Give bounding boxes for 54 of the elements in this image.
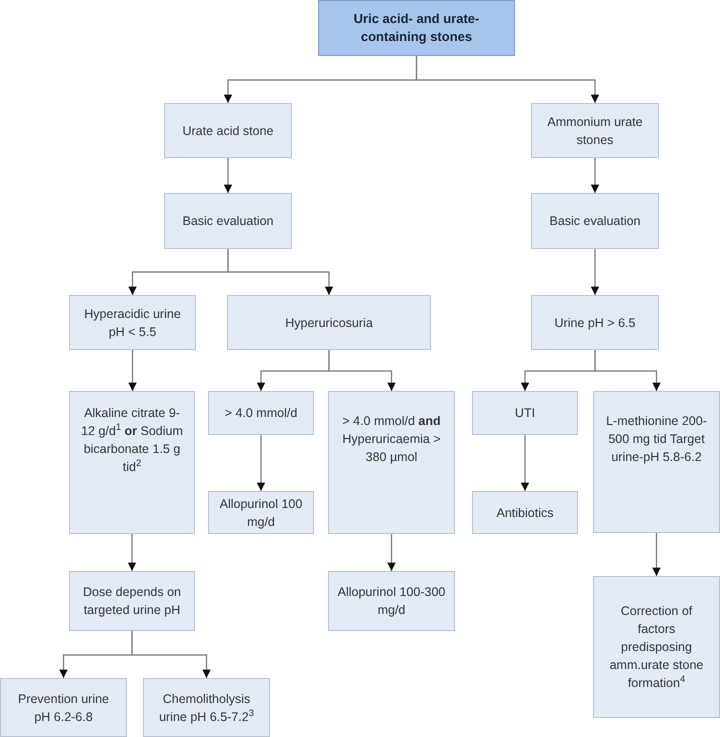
node-text: Ammonium urate stones <box>546 114 644 148</box>
arrow <box>224 158 232 193</box>
process-box <box>531 295 659 350</box>
arrow <box>387 534 396 571</box>
process-box <box>69 295 196 350</box>
node-text: Hyperacidic urine pH < 5.5 <box>83 306 182 340</box>
process-box <box>328 391 455 534</box>
process-box <box>0 678 127 737</box>
process-box <box>208 391 314 435</box>
arrow <box>652 533 661 576</box>
node-text: Chemolitholysis urine pH 6.5-7.2$^{3}$ <box>158 690 255 726</box>
arrow <box>328 350 396 391</box>
node-text: Antibiotics <box>496 504 554 522</box>
arrow <box>520 435 530 491</box>
process-box <box>164 193 292 249</box>
process-box <box>593 576 720 718</box>
arrow <box>128 534 136 571</box>
node-text: Dose depends on targeted urine pH <box>82 584 182 619</box>
node-text: Allopurinol 100 mg/d <box>218 496 304 530</box>
process-box <box>227 295 431 350</box>
node-text: Uric acid- and urate-containing stones <box>352 10 480 46</box>
arrow <box>590 249 600 295</box>
node-text: Hyperuricosuria <box>285 314 373 332</box>
node-text: Urate acid stone <box>182 122 274 140</box>
node-text: UTI <box>514 405 536 422</box>
arrow <box>128 350 137 391</box>
process-box <box>208 491 314 534</box>
arrow <box>590 158 600 193</box>
arrow <box>594 350 661 391</box>
node-text: L-methionine 200-500 mg tid Target urine-pH 5.8-6.2 <box>605 413 708 466</box>
process-box <box>328 571 455 631</box>
process-box <box>69 571 195 631</box>
process-box <box>164 103 292 158</box>
node-text: Urine pH > 6.5 <box>554 314 636 332</box>
process-box <box>143 678 270 737</box>
process-box <box>472 491 578 534</box>
node-text: Prevention urine pH 6.2-6.8 <box>16 690 110 726</box>
node-text: > 4.0 mmol/d and Hyperuricaemia > 380 µmol <box>341 413 442 466</box>
process-box <box>472 391 578 435</box>
process-box <box>593 391 720 533</box>
arrow <box>131 631 211 678</box>
node-text: Allopurinol 100-300 mg/d <box>337 584 446 619</box>
node-text: Basic evaluation <box>182 213 274 230</box>
arrow <box>227 249 334 295</box>
process-box <box>69 391 195 534</box>
node-text: Correction of factors predisposing amm.urate stone formation$^{4}$ <box>608 603 704 692</box>
header-box <box>318 0 515 56</box>
process-box <box>531 193 659 249</box>
arrow <box>256 435 266 491</box>
node-text: Alkaline citrate 9-12 g/d$^{1}$ or Sodium bicarbonate 1.5 g tid$^{2}$ <box>80 405 184 476</box>
node-text: Basic evaluation <box>549 213 641 230</box>
process-box <box>531 103 659 158</box>
arrow <box>416 56 600 103</box>
node-text: > 4.0 mmol/d <box>224 405 298 422</box>
